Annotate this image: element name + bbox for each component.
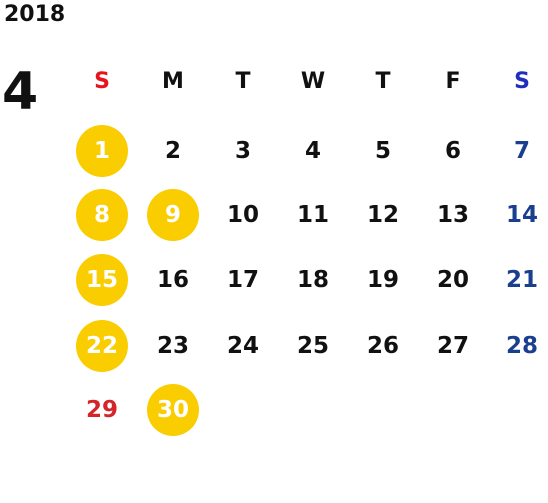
calendar-day-highlighted[interactable]: 15 xyxy=(76,254,128,306)
calendar-month: 4 xyxy=(2,62,39,122)
calendar-day-highlighted[interactable]: 8 xyxy=(76,189,128,241)
calendar-day[interactable]: 13 xyxy=(436,201,469,228)
calendar-day[interactable]: 11 xyxy=(296,201,329,228)
calendar-day[interactable]: 21 xyxy=(505,266,538,293)
calendar-day[interactable]: 17 xyxy=(226,266,259,293)
calendar-day-highlighted[interactable]: 22 xyxy=(76,320,128,372)
calendar-day[interactable]: 16 xyxy=(156,266,189,293)
weekday-header: W xyxy=(300,69,326,94)
calendar-day[interactable]: 2 xyxy=(164,137,181,164)
calendar-day[interactable]: 18 xyxy=(296,266,329,293)
calendar-day[interactable]: 5 xyxy=(374,137,391,164)
calendar-day-highlighted[interactable]: 1 xyxy=(76,125,128,177)
weekday-header: S xyxy=(514,69,530,94)
calendar-day[interactable]: 29 xyxy=(85,396,118,423)
calendar-day[interactable]: 20 xyxy=(436,266,469,293)
weekday-header: F xyxy=(445,69,461,94)
calendar-day[interactable]: 12 xyxy=(366,201,399,228)
weekday-header: M xyxy=(162,69,184,94)
calendar-day[interactable]: 19 xyxy=(366,266,399,293)
calendar-day[interactable]: 28 xyxy=(505,332,538,359)
weekday-header: T xyxy=(375,69,391,94)
calendar-day[interactable]: 3 xyxy=(234,137,251,164)
calendar-day[interactable]: 4 xyxy=(304,137,321,164)
calendar-day[interactable]: 14 xyxy=(505,201,538,228)
calendar-day[interactable]: 23 xyxy=(156,332,189,359)
weekday-header: S xyxy=(94,69,110,94)
calendar-day[interactable]: 26 xyxy=(366,332,399,359)
calendar-day[interactable]: 7 xyxy=(513,137,530,164)
calendar-day[interactable]: 27 xyxy=(436,332,469,359)
weekday-header: T xyxy=(235,69,251,94)
calendar-day-highlighted[interactable]: 30 xyxy=(147,384,199,436)
calendar-day[interactable]: 25 xyxy=(296,332,329,359)
calendar-day-highlighted[interactable]: 9 xyxy=(147,189,199,241)
calendar-year: 2018 xyxy=(4,2,66,27)
calendar-day[interactable]: 10 xyxy=(226,201,259,228)
calendar-day[interactable]: 24 xyxy=(226,332,259,359)
calendar-day[interactable]: 6 xyxy=(444,137,461,164)
